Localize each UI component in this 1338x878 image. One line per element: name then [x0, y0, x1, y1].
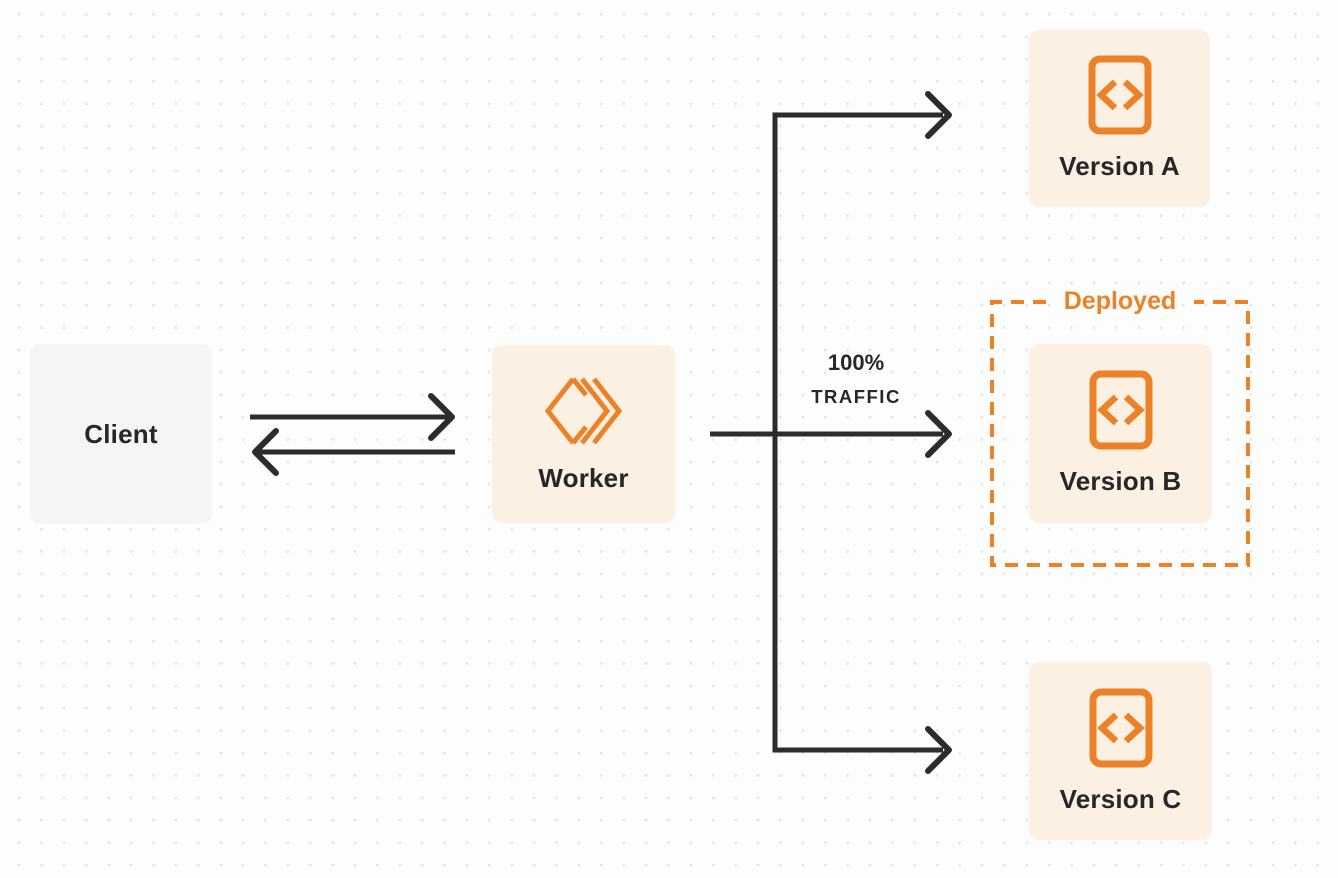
branch-line — [772, 112, 943, 753]
worker-label: Worker — [538, 462, 629, 493]
arrow-branch-to-version-c — [925, 726, 952, 774]
traffic-word: TRAFFIC — [811, 386, 901, 407]
arrow-worker-to-client — [252, 428, 455, 476]
arrow-worker-to-version-b — [710, 410, 952, 458]
node-client: Client — [30, 344, 212, 524]
deployed-dashed-border — [990, 300, 1250, 567]
node-worker: Worker — [492, 345, 675, 523]
deployed-label: Deployed — [1063, 287, 1177, 315]
node-version-a: Version A — [1029, 30, 1210, 207]
traffic-percent: 100% — [827, 350, 885, 375]
traffic-label: 100% TRAFFIC — [786, 350, 926, 410]
code-file-icon — [1088, 55, 1151, 135]
code-file-icon — [1089, 370, 1152, 450]
code-file-icon — [1089, 688, 1152, 767]
version-a-label: Version A — [1059, 151, 1180, 181]
node-version-b: Version B — [1029, 344, 1212, 523]
version-b-label: Version B — [1059, 466, 1182, 496]
arrow-client-to-worker — [250, 393, 455, 441]
workers-logo-icon — [544, 376, 622, 445]
client-label: Client — [84, 418, 158, 449]
version-c-label: Version C — [1059, 783, 1182, 814]
node-version-c: Version C — [1029, 662, 1212, 840]
arrow-branch-to-version-a — [925, 91, 952, 139]
